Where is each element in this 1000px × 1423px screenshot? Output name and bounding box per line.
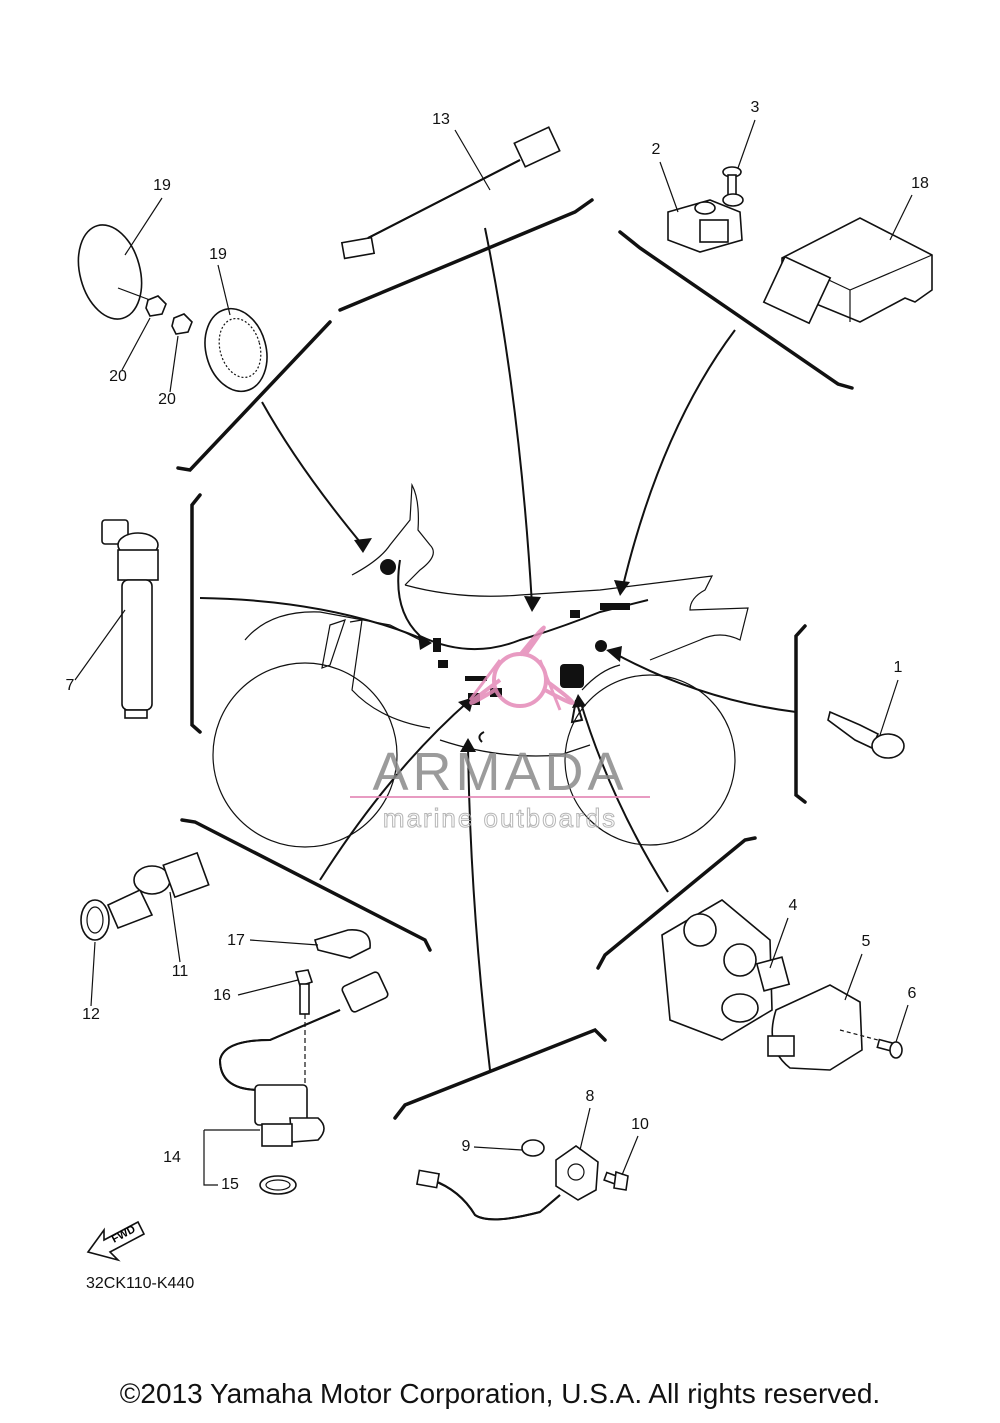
part-3-screw [722, 166, 744, 207]
diagram-code: 32CK110-K440 [86, 1275, 194, 1292]
callout-15: 15 [221, 1176, 239, 1193]
part-14-crank-sensor [218, 971, 389, 1147]
part-19-reflector-b [204, 307, 268, 393]
callout-14-bracket [203, 1129, 260, 1186]
part-8-speed-sensor [416, 1145, 599, 1221]
callout-2: 2 [652, 141, 661, 158]
part-6-screw [876, 1038, 903, 1059]
part-19-reflector-a [77, 224, 151, 320]
part-15-o-ring [259, 1175, 297, 1195]
callout-20: 20 [109, 368, 127, 385]
callout-7: 7 [66, 677, 75, 694]
part-5-throttle-sensor [767, 984, 879, 1071]
callout-19: 19 [209, 246, 227, 263]
part-7-ignition-coil [101, 519, 159, 719]
callout-18: 18 [911, 175, 929, 192]
watermark-brand: ARMADA [372, 742, 627, 802]
callout-3: 3 [751, 99, 760, 116]
group-brackets [176, 198, 854, 1120]
part-9-o-ring [521, 1139, 545, 1157]
copyright-text: ©2013 Yamaha Motor Corporation, U.S.A. A… [119, 1378, 881, 1409]
callout-13: 13 [432, 111, 450, 128]
callout-leaders [74, 119, 913, 1176]
motorcycle-outline [212, 482, 749, 848]
part-2-sensor [667, 199, 743, 253]
callout-17: 17 [227, 932, 245, 949]
callout-8: 8 [586, 1088, 595, 1105]
callout-10: 10 [631, 1116, 649, 1133]
callout-1: 1 [894, 659, 903, 676]
callout-9: 9 [462, 1138, 471, 1155]
part-10-bolt [603, 1170, 629, 1191]
callout-6: 6 [908, 985, 917, 1002]
fwd-arrow-icon: FWD [86, 1220, 146, 1262]
part-11-temp-sensor [106, 851, 210, 930]
part-13-wire-harness [340, 126, 561, 260]
callout-14: 14 [163, 1149, 181, 1166]
part-4-throttle-body [661, 899, 791, 1041]
watermark-tagline: marine outboards [383, 803, 617, 833]
part-20-nut-a [145, 295, 167, 317]
callout-12: 12 [82, 1006, 100, 1023]
callout-19: 19 [153, 177, 171, 194]
callout-5: 5 [862, 933, 871, 950]
callout-20: 20 [158, 391, 176, 408]
part-1-sensor [827, 710, 905, 759]
part-20-nut-b [171, 313, 193, 335]
part-17-clamp [314, 929, 371, 959]
part-18-ecu [762, 217, 933, 325]
callout-4: 4 [789, 897, 798, 914]
callout-11: 11 [172, 963, 189, 980]
watermark: ARMADA marine outboards [350, 625, 650, 834]
callout-16: 16 [213, 987, 231, 1004]
part-12-gasket [80, 899, 110, 941]
